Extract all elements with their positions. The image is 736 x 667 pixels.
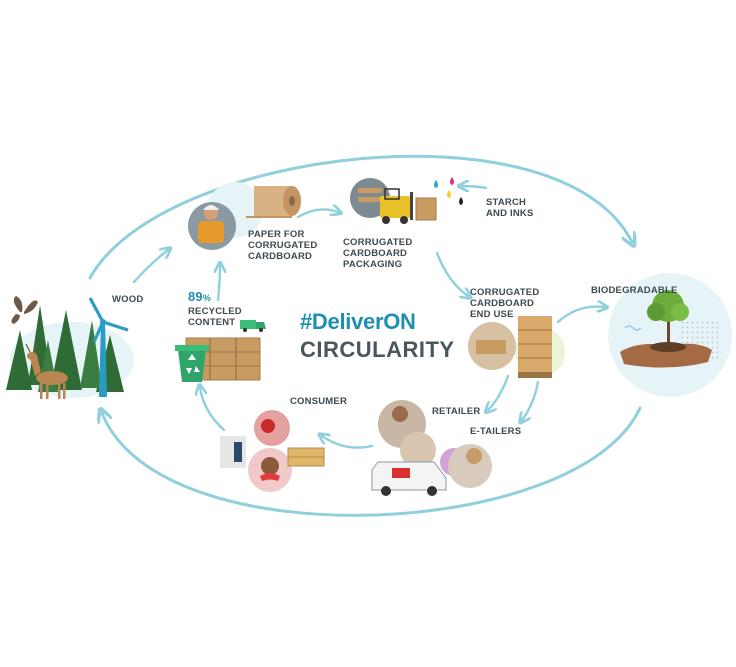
- delivery-truck-icon: [240, 320, 266, 332]
- outer-cycle-arrows: [88, 154, 642, 517]
- biodegradable-scene: [608, 273, 732, 397]
- consumer-scene: [220, 410, 325, 492]
- label-etailers: E-TAILERS: [470, 426, 522, 437]
- title-hashtag: #DeliverON: [300, 309, 416, 334]
- paper-worker-scene: [188, 182, 301, 250]
- label-paper: PAPER FOR CORRUGATED CARDBOARD: [248, 229, 318, 262]
- top-cycle-arrow: [88, 154, 632, 280]
- inner-flow-arrows: [132, 186, 604, 449]
- arrow-packaging-to-enduse: [435, 251, 468, 296]
- packaging-scene: [350, 177, 463, 224]
- arrow-enduse-to-etailers: [522, 380, 540, 420]
- wood-forest-scene: [6, 296, 134, 399]
- recycled-percent-sign: %: [202, 293, 212, 303]
- arrow-wood-to-paper: [132, 250, 168, 284]
- delivery-van-icon: [371, 461, 447, 496]
- label-wood: WOOD: [112, 294, 144, 305]
- retail-scene: [371, 400, 492, 496]
- bottom-cycle-arrow: [102, 408, 642, 517]
- butterfly-icon: [11, 296, 38, 324]
- pine-trees: [6, 305, 124, 392]
- fruit-crate-icon: [287, 447, 325, 467]
- label-starch: STARCH AND INKS: [486, 197, 534, 219]
- recycled-scene: [175, 320, 266, 382]
- arrow-starch-to-packaging: [462, 186, 488, 188]
- arrow-retailer-to-consumer: [322, 436, 374, 449]
- recycled-percent-value: 89: [188, 289, 203, 304]
- arrow-recycled-to-paper: [218, 266, 220, 302]
- label-end-use: CORRUGATED CARDBOARD END USE: [470, 287, 540, 320]
- label-retailer: RETAILER: [432, 406, 481, 417]
- label-recycled: RECYCLED CONTENT: [188, 306, 242, 328]
- label-biodegradable: BIODEGRADABLE: [591, 285, 678, 296]
- arrow-enduse-to-retailer: [488, 374, 510, 410]
- arrow-enduse-to-bio: [556, 307, 604, 324]
- title-subtitle: CIRCULARITY: [300, 337, 455, 362]
- ink-drops-icon: [434, 177, 463, 205]
- label-recycled-percent: 89%: [188, 289, 212, 304]
- recycle-bin-icon: [175, 345, 209, 382]
- arrow-consumer-to-recycled: [200, 388, 226, 432]
- plant-in-hands-icon: [620, 290, 712, 368]
- wind-turbine-icon: [88, 297, 129, 397]
- label-consumer: CONSUMER: [290, 396, 348, 407]
- forklift-icon: [380, 188, 437, 224]
- arrow-paper-to-packaging: [296, 209, 338, 219]
- end-use-scene: [468, 316, 565, 378]
- deer-icon: [25, 343, 68, 399]
- pallet-stack-icon: [518, 316, 552, 378]
- paper-roll-icon: [246, 186, 301, 218]
- label-packaging: CORRUGATED CARDBOARD PACKAGING: [343, 237, 413, 270]
